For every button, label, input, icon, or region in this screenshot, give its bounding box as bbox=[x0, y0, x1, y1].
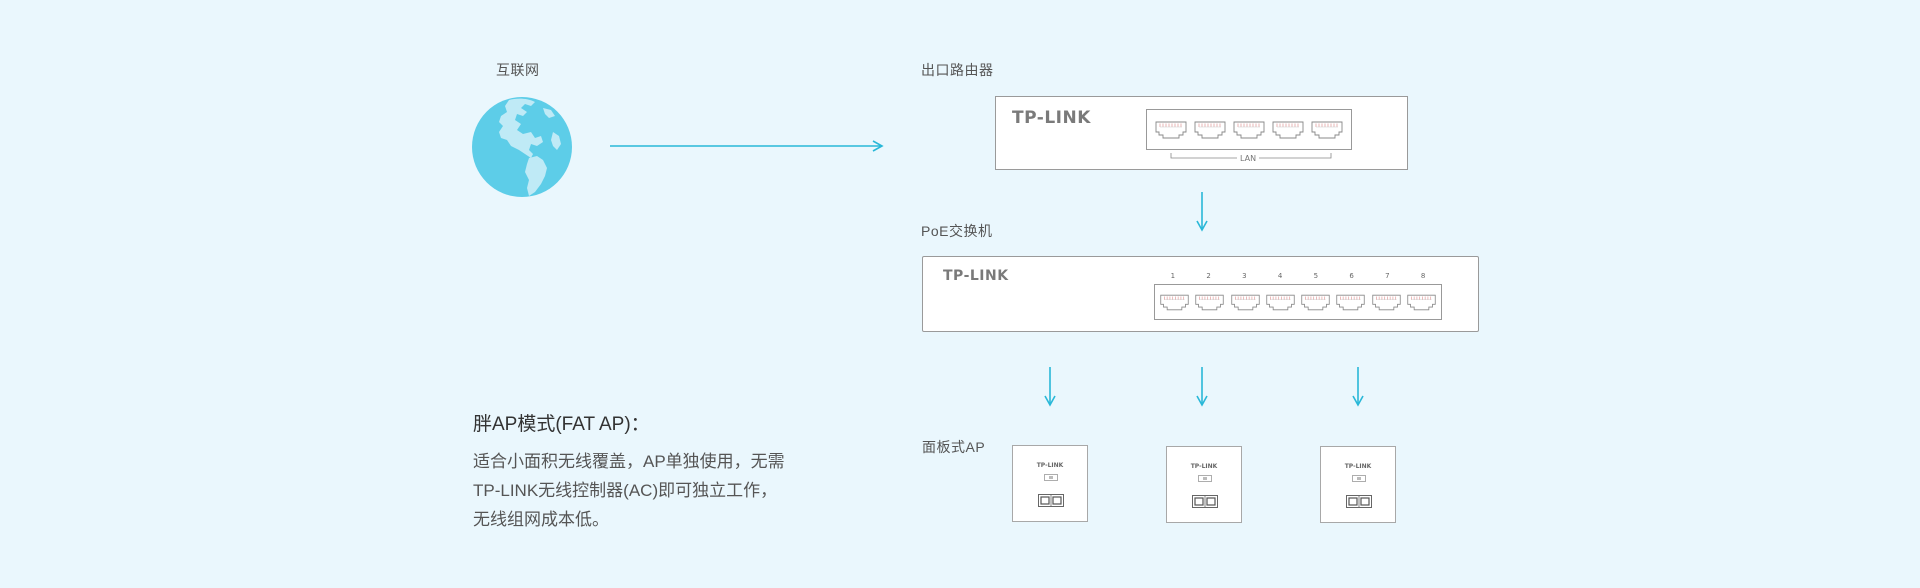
panel-ap-device: TP-LINK bbox=[1320, 446, 1396, 523]
router-brand: TP-LINK bbox=[1012, 108, 1091, 128]
internet-label: 互联网 bbox=[496, 62, 540, 78]
port-number: 4 bbox=[1277, 272, 1283, 280]
ethernet-port-icon bbox=[1299, 293, 1332, 312]
mode-heading: 胖AP模式(FAT AP)： bbox=[473, 414, 650, 435]
ethernet-port-icon bbox=[1153, 120, 1189, 140]
port-number: 8 bbox=[1420, 272, 1426, 280]
description-line: TP-LINK无线控制器(AC)即可独立工作， bbox=[473, 481, 778, 500]
switch-label: PoE交换机 bbox=[921, 223, 993, 239]
ap-ports-icon bbox=[1038, 494, 1064, 507]
ethernet-port-icon bbox=[1229, 293, 1262, 312]
port-number: 1 bbox=[1170, 272, 1176, 280]
ethernet-port-icon bbox=[1405, 293, 1438, 312]
port-number: 5 bbox=[1313, 272, 1319, 280]
description-line: 适合小面积无线覆盖，AP单独使用，无需 bbox=[473, 452, 785, 471]
panel-ap-label: 面板式AP bbox=[922, 439, 986, 455]
ethernet-port-icon bbox=[1334, 293, 1367, 312]
panel-ap-device: TP-LINK bbox=[1012, 445, 1088, 522]
ap-brand: TP-LINK bbox=[1344, 463, 1372, 470]
ap-brand: TP-LINK bbox=[1036, 462, 1064, 469]
description-line: 无线组网成本低。 bbox=[473, 510, 609, 529]
switch-port-panel bbox=[1154, 284, 1442, 320]
ethernet-port-icon bbox=[1370, 293, 1403, 312]
router-port-panel bbox=[1146, 109, 1352, 150]
ethernet-port-icon bbox=[1231, 120, 1267, 140]
ethernet-port-icon bbox=[1193, 293, 1226, 312]
poe-switch-device: TP-LINK 1 2 3 4 5 6 7 8 bbox=[922, 256, 1479, 332]
router-label: 出口路由器 bbox=[921, 62, 994, 78]
port-number: 2 bbox=[1206, 272, 1211, 280]
ap-indicator-icon bbox=[1198, 475, 1212, 482]
panel-ap-device: TP-LINK bbox=[1166, 446, 1242, 523]
port-number: 6 bbox=[1349, 272, 1354, 280]
ethernet-port-icon bbox=[1264, 293, 1297, 312]
router-device: TP-LINK LAN bbox=[995, 96, 1408, 170]
port-number: 3 bbox=[1242, 272, 1247, 280]
switch-port-numbers: 1 2 3 4 5 6 7 8 bbox=[1155, 272, 1441, 280]
ap-indicator-icon bbox=[1044, 474, 1058, 481]
switch-brand: TP-LINK bbox=[943, 268, 1009, 284]
ap-ports-icon bbox=[1346, 495, 1372, 508]
ap-indicator-icon bbox=[1352, 475, 1366, 482]
ethernet-port-icon bbox=[1270, 120, 1306, 140]
ethernet-port-icon bbox=[1192, 120, 1228, 140]
ap-ports-icon bbox=[1192, 495, 1218, 508]
globe-icon bbox=[472, 97, 572, 197]
ethernet-port-icon bbox=[1158, 293, 1191, 312]
ethernet-port-icon bbox=[1309, 120, 1345, 140]
mode-description: 适合小面积无线覆盖，AP单独使用，无需 TP-LINK无线控制器(AC)即可独立… bbox=[473, 447, 785, 534]
port-number: 7 bbox=[1385, 272, 1390, 280]
ap-brand: TP-LINK bbox=[1190, 463, 1218, 470]
lan-label: LAN bbox=[1237, 154, 1260, 163]
